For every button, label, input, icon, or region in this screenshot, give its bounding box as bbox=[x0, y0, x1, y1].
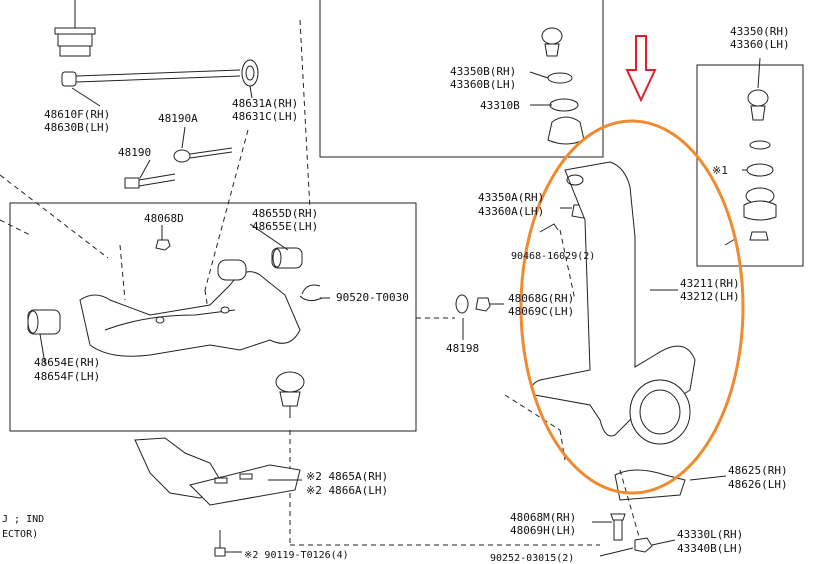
label-48190: 48190 bbox=[118, 146, 151, 159]
label-ind: J ; IND bbox=[2, 514, 44, 525]
label-48655D: 48655D(RH) bbox=[252, 207, 318, 220]
label-ector: ECTOR) bbox=[2, 529, 38, 540]
bushing-48655-part bbox=[271, 247, 303, 269]
label-43340B: 43340B(LH) bbox=[677, 542, 743, 555]
label-43360: 43360(LH) bbox=[730, 38, 790, 51]
label-43360A: 43360A(LH) bbox=[478, 205, 544, 218]
label-43211: 43211(RH) bbox=[680, 277, 740, 290]
bushing-top-part bbox=[54, 0, 96, 57]
label-48625: 48625(RH) bbox=[728, 464, 788, 477]
label-90252: 90252-03015(2) bbox=[490, 553, 574, 564]
bolt-48190-part bbox=[124, 173, 176, 189]
highlight-ellipse bbox=[519, 119, 745, 495]
label-48068D: 48068D bbox=[144, 212, 184, 225]
label-24866A: ※2 4866A(LH) bbox=[306, 484, 388, 497]
bolt-48068M-part bbox=[610, 513, 626, 541]
pin-90468-part bbox=[539, 223, 559, 233]
dashed-leaders bbox=[0, 19, 641, 546]
down-arrow-icon bbox=[625, 35, 657, 103]
label-43350: 43350(RH) bbox=[730, 25, 790, 38]
label-leaders bbox=[39, 57, 761, 557]
label-90468: 90468-16029(2) bbox=[511, 251, 595, 262]
strut-rod-part bbox=[61, 59, 259, 87]
label-24865A: ※2 4865A(RH) bbox=[306, 470, 388, 483]
washer-48198-part bbox=[455, 294, 491, 314]
ball-stud-43350B-part bbox=[541, 27, 579, 112]
label-48190A: 48190A bbox=[158, 112, 198, 125]
label-43350A: 43350A(RH) bbox=[478, 191, 544, 204]
label-48068G: 48068G(RH) bbox=[508, 292, 574, 305]
snap-ring-part bbox=[299, 284, 323, 302]
label-43212: 43212(LH) bbox=[680, 290, 740, 303]
bolt-290119-part bbox=[214, 530, 226, 557]
boot-43310B-part bbox=[547, 116, 585, 145]
label-48655E: 48655E(LH) bbox=[252, 220, 318, 233]
label-48610F: 48610F(RH) bbox=[44, 108, 110, 121]
ball-joint-upper-part bbox=[724, 89, 777, 246]
label-48654E: 48654E(RH) bbox=[34, 356, 100, 369]
bracket-48625-part bbox=[614, 469, 686, 501]
nut-48068D-part bbox=[155, 239, 171, 251]
label-48630B: 48630B(LH) bbox=[44, 121, 110, 134]
label-48631A: 48631A(RH) bbox=[232, 97, 298, 110]
nut-43330L-part bbox=[634, 537, 653, 553]
label-48626: 48626(LH) bbox=[728, 478, 788, 491]
ball-joint-lower-part bbox=[275, 371, 305, 418]
label-48198: 48198 bbox=[446, 342, 479, 355]
upper-ball-joint-box bbox=[696, 64, 804, 267]
lower-arm-group-box bbox=[9, 202, 417, 432]
label-290119: ※2 90119-T0126(4) bbox=[244, 550, 349, 561]
label-48654F: 48654F(LH) bbox=[34, 370, 100, 383]
ball-joint-group-box bbox=[319, 0, 604, 158]
label-43360B: 43360B(LH) bbox=[450, 78, 516, 91]
label-48069C: 48069C(LH) bbox=[508, 305, 574, 318]
skid-plate-part bbox=[134, 437, 301, 506]
label-48631C: 48631C(LH) bbox=[232, 110, 298, 123]
label-48068M: 48068M(RH) bbox=[510, 511, 576, 524]
label-43310B: 43310B bbox=[480, 99, 520, 112]
label-90520: 90520-T0030 bbox=[336, 291, 409, 304]
lower-arm-part bbox=[79, 259, 301, 357]
bolt-48190A-part bbox=[173, 147, 233, 163]
label-43350B: 43350B(RH) bbox=[450, 65, 516, 78]
label-48069H: 48069H(LH) bbox=[510, 524, 576, 537]
bushing-48654-part bbox=[27, 309, 61, 335]
part-labels: 48610F(RH) 48630B(LH) 48631A(RH) 48631C(… bbox=[2, 25, 790, 564]
label-43330L: 43330L(RH) bbox=[677, 528, 743, 541]
label-star1: ※1 bbox=[712, 164, 728, 177]
